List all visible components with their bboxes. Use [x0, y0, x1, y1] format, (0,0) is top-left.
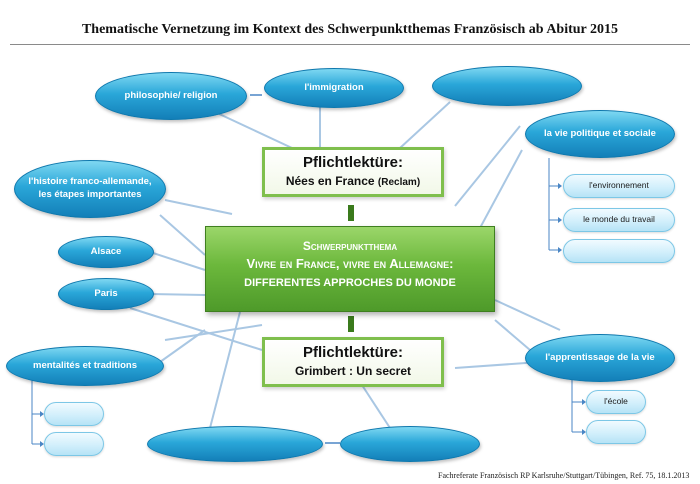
footer-credit: Fachreferate Französisch RP Karlsruhe/St… — [438, 471, 690, 480]
pflicht-bottom-work: Grimbert : Un secret — [294, 364, 412, 378]
link-bottom-left — [164, 324, 263, 341]
link-apprentissage-center — [494, 319, 531, 351]
central-theme-subtitle: DIFFERENTES APPROCHES DU MONDE — [244, 277, 456, 289]
node-mentalites: mentalités et traditions — [6, 346, 164, 386]
node-alsace: Alsace — [58, 236, 154, 268]
link-bottom2-center — [359, 381, 391, 429]
link-vie-politique-center — [479, 149, 523, 229]
node-philosophie-religion: philosophie/ religion — [95, 72, 247, 120]
node-bottom-empty-2 — [340, 426, 480, 462]
node-paris: Paris — [58, 278, 154, 310]
connector-bottom-bar — [348, 316, 354, 332]
pflicht-top-title: Nées en France — [285, 174, 375, 188]
node-environnement: l'environnement — [563, 174, 675, 198]
node-left-empty-1 — [44, 402, 104, 426]
bracket-vie-politique — [548, 158, 558, 251]
link-center-apprentissage — [494, 299, 561, 331]
central-theme-label: Schwerpunktthema — [302, 239, 398, 253]
node-apprentissage: l'apprentissage de la vie — [525, 334, 675, 382]
link-histoire-top — [164, 199, 233, 215]
arrow-tip — [40, 441, 44, 447]
arrow-tip — [558, 247, 562, 253]
link-paris-center — [149, 293, 206, 296]
pflicht-top-work: Nées en France (Reclam) — [265, 174, 441, 188]
node-histoire: l'histoire franco-allemande, les étapes … — [14, 160, 166, 218]
node-monde-travail: le monde du travail — [563, 208, 675, 232]
link-paris-bottom — [129, 307, 263, 351]
pflicht-bottom-heading: Pflichtlektüre: — [302, 344, 404, 361]
pflichtlektuere-top: Pflichtlektüre: Nées en France (Reclam) — [262, 147, 444, 197]
link-right-top — [454, 125, 521, 207]
pflichtlektuere-bottom: Pflichtlektüre: Grimbert : Un secret — [262, 337, 444, 387]
arrow-tip — [558, 183, 562, 189]
node-vie-politique: la vie politique et sociale — [525, 110, 675, 158]
link-bottom1-center — [209, 311, 241, 429]
pflicht-top-note: (Reclam) — [377, 177, 421, 188]
arrow-tip — [558, 217, 562, 223]
node-ecole: l'école — [586, 390, 646, 414]
link-topright-center — [399, 101, 451, 149]
node-top-right-empty — [432, 66, 582, 106]
node-left-empty-2 — [44, 432, 104, 456]
bracket-apprentissage — [571, 380, 582, 433]
page-title: Thematische Vernetzung im Kontext des Sc… — [81, 22, 619, 37]
arrow-tip — [40, 411, 44, 417]
central-theme: Schwerpunktthema Vivre en France, vivre … — [205, 226, 495, 312]
central-theme-title: Vivre en France, vivre en Allemagne: — [246, 256, 454, 271]
pflicht-top-heading: Pflichtlektüre: — [302, 154, 404, 171]
link-histoire-center — [159, 214, 206, 256]
arrow-tip — [582, 429, 586, 435]
title-divider — [10, 44, 690, 45]
node-immigration: l'immigration — [264, 68, 404, 108]
node-bottom-empty-1 — [147, 426, 323, 462]
node-right-empty — [563, 239, 675, 263]
link-philosophie-center — [214, 111, 293, 149]
bracket-mentalites — [31, 378, 40, 445]
arrow-tip — [582, 399, 586, 405]
link-alsace-center — [149, 251, 206, 271]
connector-top-bar — [348, 205, 354, 221]
node-apprentissage-empty — [586, 420, 646, 444]
